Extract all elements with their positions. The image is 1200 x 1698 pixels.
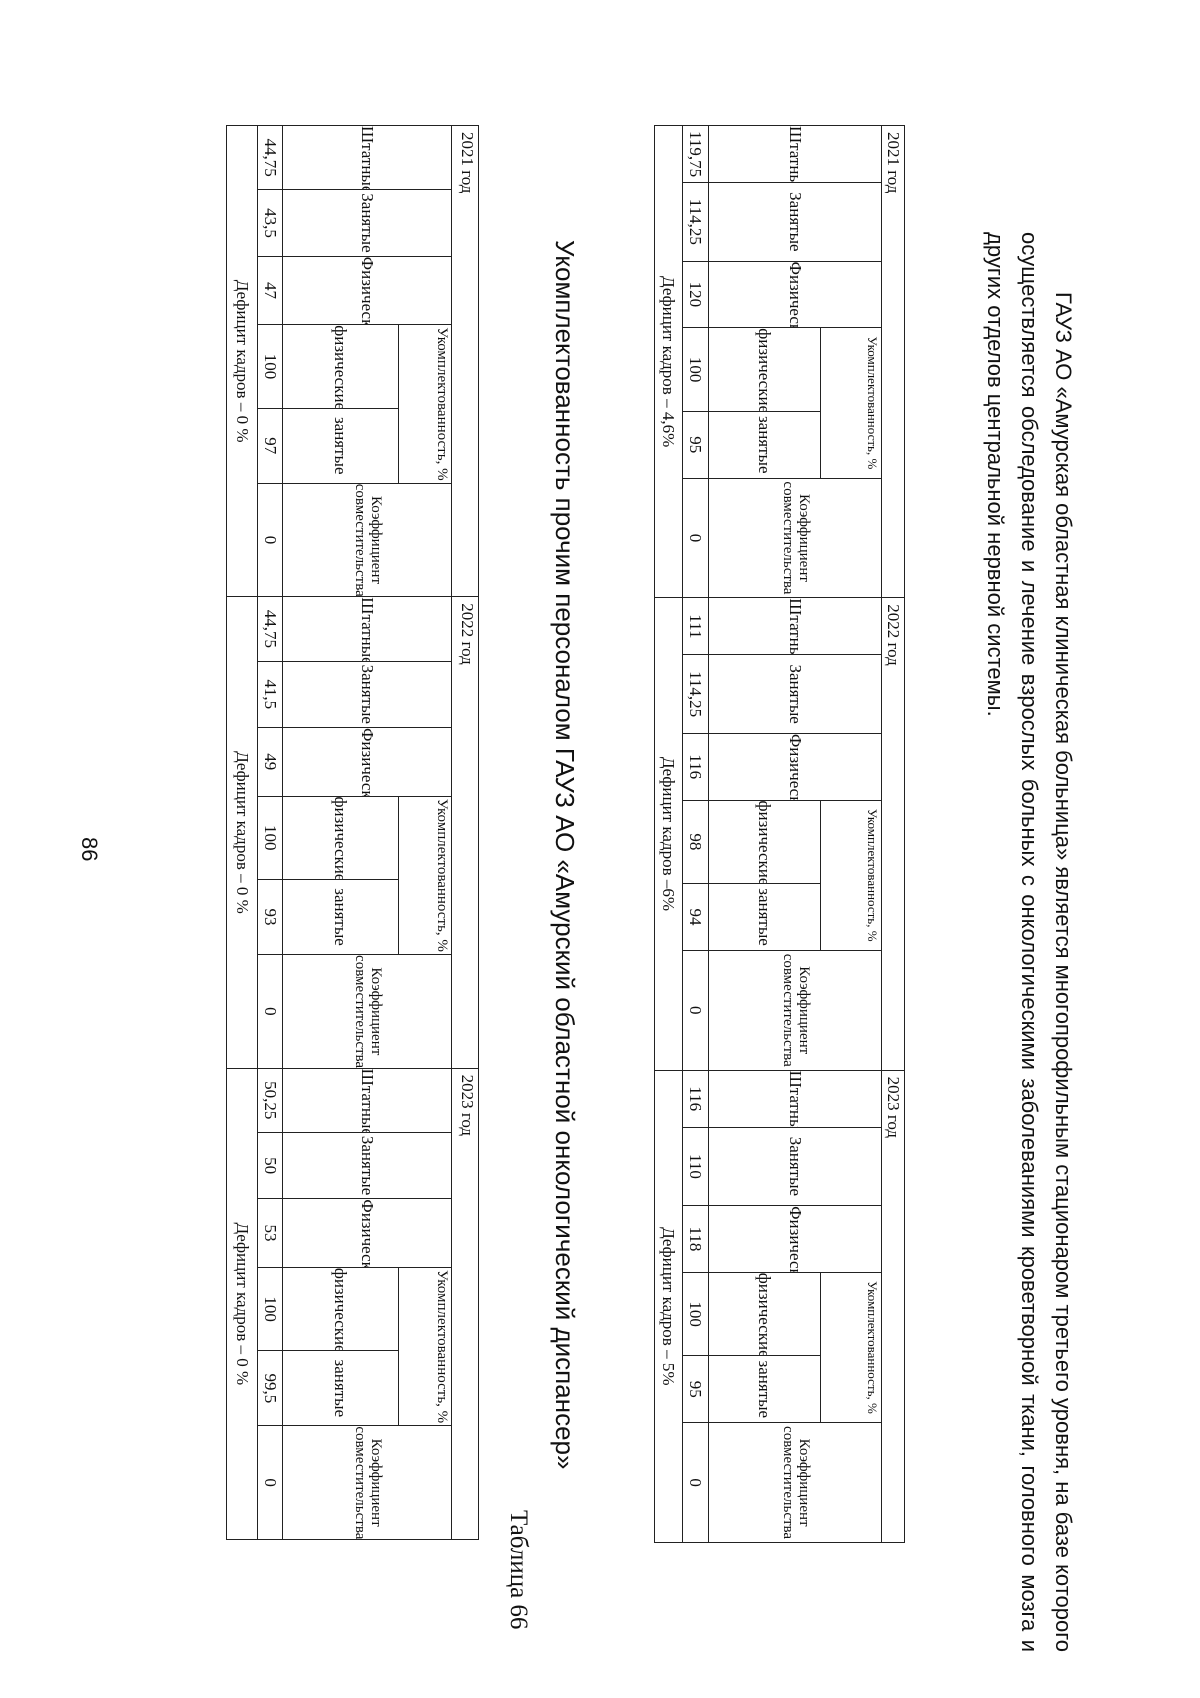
col-fizicheskie: Физические [282, 727, 452, 797]
body-paragraph: ГАУЗ АО «Амурская областная клиническая … [983, 232, 1076, 1652]
col-zanyatye: Занятые [708, 654, 882, 734]
col-ukomplektovannost: Укомплектованность, % [820, 800, 882, 951]
col-zanyatye: Занятые [282, 189, 452, 257]
cell-ukompl-fiz: 98 [682, 800, 709, 884]
col-fizicheskie: Физические [708, 733, 882, 801]
col-zan-lc: занятые [282, 1350, 399, 1426]
page-number: 86 [77, 837, 102, 862]
cell-shtatnye: 116 [682, 1070, 709, 1128]
col-coef: Коэффициент совместительства [708, 478, 882, 598]
col-ukomplektovannost: Укомплектованность, % [398, 324, 452, 484]
cell-fizicheskie: 53 [257, 1198, 283, 1268]
col-ukomplektovannost: Укомплектованность, % [820, 1272, 882, 1423]
col-fiz-lc: физические [708, 800, 821, 884]
col-ukomplektovannost: Укомплектованность, % [398, 1267, 452, 1426]
cell-coef: 0 [682, 1422, 709, 1543]
col-fizicheskie: Физические [282, 256, 452, 325]
cell-ukompl-zan: 95 [682, 411, 709, 479]
deficit-2022: Дефицит кадров –6% [654, 597, 683, 1071]
cell-fizicheskie: 47 [257, 256, 283, 325]
year-header-2022: 2022 год [881, 597, 905, 1071]
col-shtatnye: Штатные [282, 596, 452, 662]
deficit-2021: Дефицит кадров – 0 % [226, 125, 258, 597]
col-zan-lc: занятые [282, 879, 399, 955]
col-zanyatye: Занятые [708, 1127, 882, 1206]
cell-ukompl-zan: 93 [257, 879, 283, 955]
col-coef: Коэффициент совместительства [708, 950, 882, 1071]
cell-ukompl-zan: 94 [682, 883, 709, 951]
col-zan-lc: занятые [708, 411, 821, 479]
col-zanyatye: Занятые [708, 182, 882, 262]
cell-coef: 0 [257, 1425, 283, 1540]
col-fiz-lc: физические [708, 327, 821, 412]
year-header-2023: 2023 год [881, 1070, 905, 1543]
col-coef: Коэффициент совместительства [282, 1425, 452, 1540]
col-coef: Коэффициент совместительства [282, 483, 452, 597]
col-zan-lc: занятые [708, 883, 821, 951]
cell-fizicheskie: 120 [682, 261, 709, 328]
cell-coef: 0 [682, 950, 709, 1071]
col-fiz-lc: физические [282, 1267, 399, 1351]
col-fiz-lc: физические [282, 324, 399, 409]
cell-coef: 0 [682, 478, 709, 598]
col-fizicheskie: Физические [282, 1198, 452, 1268]
staffing-table-oncology: 2021 год 2022 год 2023 год Штатные Занят… [654, 125, 905, 1543]
cell-shtatnye: 119,75 [682, 125, 709, 183]
cell-fizicheskie: 118 [682, 1205, 709, 1273]
deficit-2022: Дефицит кадров – 0 % [226, 596, 258, 1069]
staffing-table-previous: 2021 год 2022 год 2023 год Штатные Занят… [226, 125, 479, 1540]
cell-zanyatye: 110 [682, 1127, 709, 1206]
col-shtatnye: Штатные [708, 597, 882, 655]
col-shtatnye: Штатные [708, 1070, 882, 1128]
col-zanyatye: Занятые [282, 661, 452, 728]
cell-zanyatye: 114,25 [682, 182, 709, 262]
deficit-2021: Дефицит кадров – 4,6% [654, 125, 683, 598]
col-ukomplektovannost: Укомплектованность, % [398, 796, 452, 955]
cell-ukompl-zan: 99,5 [257, 1350, 283, 1426]
cell-zanyatye: 41,5 [257, 661, 283, 728]
col-zan-lc: занятые [282, 408, 399, 484]
cell-ukompl-fiz: 100 [682, 1272, 709, 1356]
cell-shtatnye: 44,75 [257, 125, 283, 190]
cell-coef: 0 [257, 483, 283, 597]
col-fizicheskie: Физические [708, 261, 882, 328]
cell-ukompl-fiz: 100 [257, 1267, 283, 1351]
col-zanyatye: Занятые [282, 1132, 452, 1199]
cell-fizicheskie: 116 [682, 733, 709, 801]
col-coef: Коэффициент совместительства [708, 1422, 882, 1543]
deficit-2023: Дефицит кадров – 5% [654, 1070, 683, 1543]
col-shtatnye: Штатные [708, 125, 882, 183]
col-fizicheskie: Физические [708, 1205, 882, 1273]
year-header-2021: 2021 год [881, 125, 905, 598]
cell-fizicheskie: 49 [257, 727, 283, 797]
year-header-2023: 2023 год [451, 1068, 479, 1540]
cell-ukompl-fiz: 100 [682, 327, 709, 412]
cell-ukompl-fiz: 100 [257, 796, 283, 880]
year-header-2022: 2022 год [451, 596, 479, 1069]
cell-ukompl-zan: 95 [682, 1355, 709, 1423]
cell-ukompl-fiz: 100 [257, 324, 283, 409]
table-title: Укомплектованность прочим персоналом ГАУ… [550, 240, 580, 1470]
year-header-2021: 2021 год [451, 125, 479, 597]
cell-shtatnye: 44,75 [257, 596, 283, 662]
col-shtatnye: Штатные [282, 125, 452, 190]
col-ukomplektovannost: Укомплектованность, % [820, 327, 882, 479]
col-shtatnye: Штатные [282, 1068, 452, 1133]
cell-coef: 0 [257, 954, 283, 1069]
cell-zanyatye: 114,25 [682, 654, 709, 734]
col-zan-lc: занятые [708, 1355, 821, 1423]
cell-shtatnye: 50,25 [257, 1068, 283, 1133]
col-fiz-lc: физические [282, 796, 399, 880]
cell-zanyatye: 50 [257, 1132, 283, 1199]
cell-ukompl-zan: 97 [257, 408, 283, 484]
cell-zanyatye: 43,5 [257, 189, 283, 257]
col-fiz-lc: физические [708, 1272, 821, 1356]
deficit-2023: Дефицит кадров – 0 % [226, 1068, 258, 1540]
cell-shtatnye: 111 [682, 597, 709, 655]
table-caption: Таблица 66 [505, 1510, 532, 1630]
col-coef: Коэффициент совместительства [282, 954, 452, 1069]
